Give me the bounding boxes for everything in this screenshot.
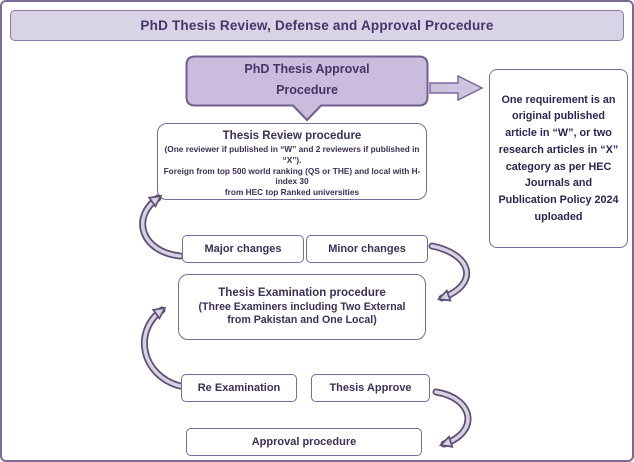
approval-callout-label: PhD Thesis Approval Procedure (244, 62, 370, 97)
thesis-examination-title: Thesis Examination procedure (218, 286, 386, 299)
thesis-review-detail-1: (One reviewer if published in “W” and 2 … (164, 144, 420, 165)
thesis-approve-box: Thesis Approve (311, 374, 430, 402)
thesis-examination-detail-1: (Three Examiners including Two External (198, 300, 406, 313)
thesis-review-box: Thesis Review procedure (One reviewer if… (157, 123, 427, 200)
curved-arrow-up-left-icon-2 (140, 306, 184, 390)
minor-changes-box: Minor changes (306, 235, 428, 263)
thesis-review-detail-3: from HEC top Ranked universities (224, 187, 360, 198)
curved-arrow-up-left-icon-1 (139, 194, 184, 260)
approval-procedure-box: Approval procedure (186, 428, 422, 456)
thesis-review-title: Thesis Review procedure (222, 130, 362, 142)
thesis-examination-box: Thesis Examination procedure (Three Exam… (178, 274, 426, 340)
approval-callout-shape (185, 55, 429, 122)
curved-arrow-down-right-icon-2 (432, 388, 472, 452)
thesis-review-detail-2: Foreign from top 500 world ranking (QS o… (163, 165, 421, 187)
thesis-examination-detail-2: from Pakistan and One Local) (227, 314, 377, 326)
block-arrow-right-icon (429, 74, 484, 102)
requirement-note: One requirement is an original published… (489, 69, 628, 248)
curved-arrow-down-right-icon-1 (428, 242, 471, 304)
re-examination-box: Re Examination (181, 374, 297, 402)
page-title: PhD Thesis Review, Defense and Approval … (10, 10, 624, 41)
major-changes-box: Major changes (182, 235, 304, 263)
